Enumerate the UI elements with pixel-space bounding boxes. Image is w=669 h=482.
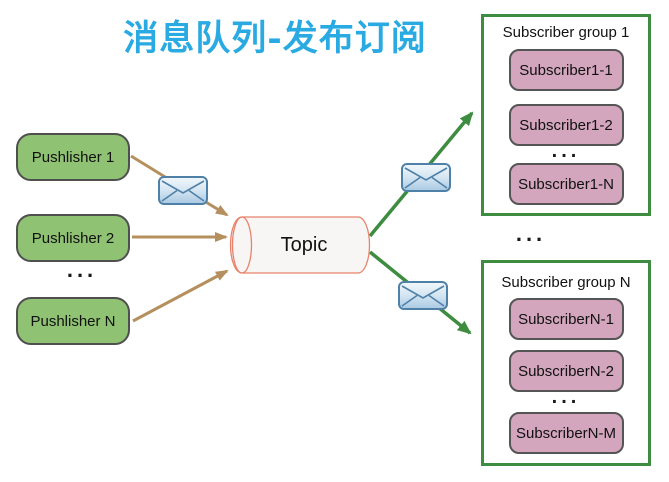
publisher-node-1: Pushlisher 1	[16, 133, 130, 181]
page-title: 消息队列-发布订阅	[123, 18, 427, 59]
subscriber-group-1-title: Subscriber group 1	[502, 23, 630, 41]
publishers-ellipsis: ...	[66, 257, 98, 282]
publish-arrow-3	[132, 269, 229, 323]
envelope-icon	[158, 176, 208, 205]
subscriber-group-n-ellipsis: ...	[551, 386, 581, 408]
subscriber-node-1-2: Subscriber1-2	[508, 104, 624, 146]
subscriber-node-n-m: SubscriberN-M	[508, 412, 624, 454]
topic-label: Topic	[280, 233, 328, 256]
envelope-icon	[401, 163, 451, 192]
publisher-node-n: Pushlisher N	[16, 297, 130, 345]
subscriber-group-n-title: Subscriber group N	[501, 273, 631, 291]
envelope-icon	[398, 281, 448, 310]
subscriber-group-1: Subscriber group 1 Subscriber1-1 Subscri…	[481, 14, 651, 216]
subscriber-group-1-ellipsis: ...	[551, 140, 581, 162]
groups-ellipsis: ...	[515, 221, 547, 246]
subscriber-node-1-n: Subscriber1-N	[508, 163, 624, 205]
subscriber-node-1-1: Subscriber1-1	[508, 49, 624, 91]
subscriber-group-n: Subscriber group N SubscriberN-1 Subscri…	[481, 260, 651, 466]
subscriber-node-n-1: SubscriberN-1	[508, 298, 624, 340]
publisher-node-2: Pushlisher 2	[16, 214, 130, 262]
subscriber-node-n-2: SubscriberN-2	[508, 350, 624, 392]
topic-cylinder	[229, 216, 371, 274]
